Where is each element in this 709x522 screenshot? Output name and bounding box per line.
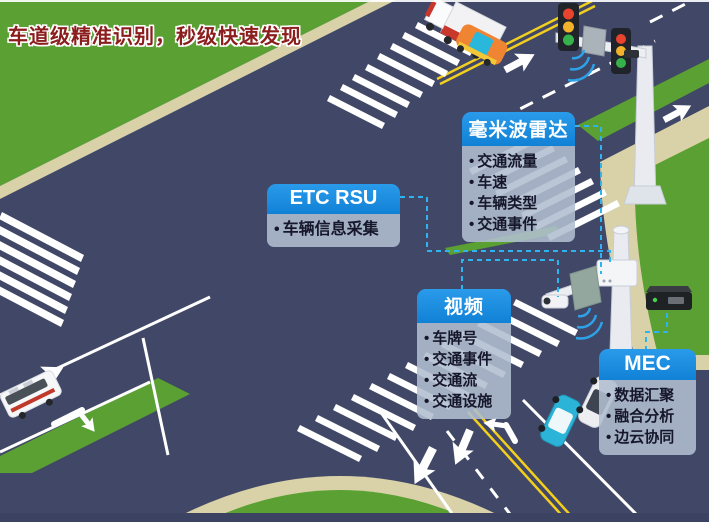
- callout-etc-rsu: ETC RSU 车辆信息采集: [267, 184, 400, 247]
- radar-waves: [575, 307, 604, 340]
- road-arrows: [24, 45, 696, 490]
- page-title: 车道级精准识别，秒级快速发现: [8, 26, 302, 48]
- callout-item: 交通流量: [469, 151, 570, 172]
- car-orange: [456, 24, 508, 66]
- callout-item: 融合分析: [606, 406, 691, 427]
- bottom-border: [0, 513, 709, 522]
- callout-video-items: 车牌号 交通事件 交通流 交通设施: [417, 323, 511, 419]
- callout-item: 交通事件: [424, 349, 506, 370]
- callout-item: 边云协同: [606, 427, 691, 448]
- traffic-light: [558, 3, 579, 51]
- camera: [624, 50, 639, 58]
- callout-etc-rsu-items: 车辆信息采集: [267, 214, 400, 247]
- top-border: [0, 0, 709, 2]
- callout-item: 数据汇聚: [606, 385, 691, 406]
- callout-item: 车牌号: [424, 328, 506, 349]
- callout-item: 车速: [469, 172, 570, 193]
- callout-radar: 毫米波雷达 交通流量 车速 车辆类型 交通事件: [462, 112, 575, 242]
- callout-item: 交通事件: [469, 214, 570, 235]
- callout-mec-title: MEC: [599, 349, 696, 380]
- traffic-light-gantry: [555, 3, 667, 205]
- crosswalk-left: [0, 212, 84, 327]
- callout-etc-rsu-title: ETC RSU: [267, 184, 400, 214]
- callout-radar-items: 交通流量 车速 车辆类型 交通事件: [462, 146, 575, 242]
- bus: [0, 370, 62, 419]
- mec-server: [646, 286, 692, 310]
- callout-item: 车辆信息采集: [274, 219, 395, 240]
- callout-video-title: 视频: [417, 289, 511, 323]
- callout-item: 交通流: [424, 370, 506, 391]
- callout-mec: MEC 数据汇聚 融合分析 边云协同: [599, 349, 696, 455]
- traffic-light: [611, 28, 631, 74]
- sensor-pole: [541, 225, 638, 353]
- radar-waves: [567, 49, 596, 82]
- callout-mec-items: 数据汇聚 融合分析 边云协同: [599, 380, 696, 455]
- car-blue: [538, 394, 581, 447]
- radar-sensor: [569, 265, 602, 311]
- callout-item: 车辆类型: [469, 193, 570, 214]
- callout-item: 交通设施: [424, 391, 506, 412]
- callout-radar-title: 毫米波雷达: [462, 112, 575, 146]
- callout-video: 视频 车牌号 交通事件 交通流 交通设施: [417, 289, 511, 419]
